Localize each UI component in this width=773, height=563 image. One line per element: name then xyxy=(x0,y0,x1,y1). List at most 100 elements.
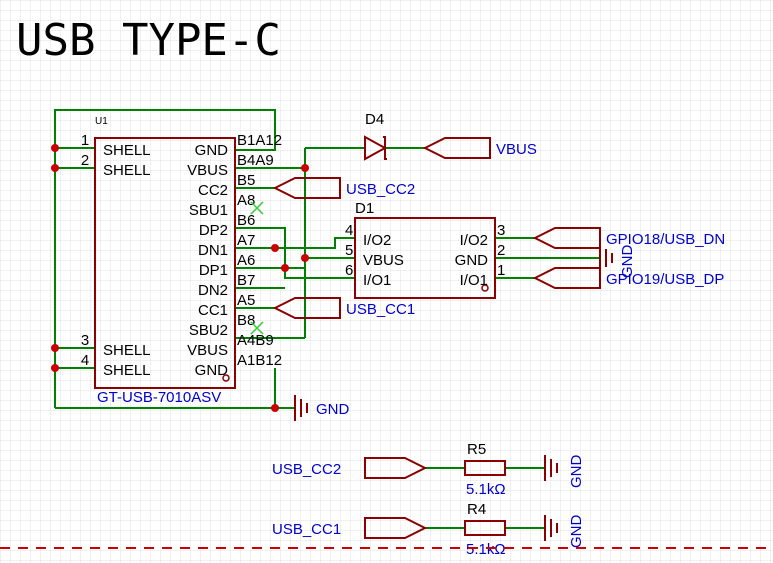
pin-name: I/O2 xyxy=(460,232,488,249)
cc1-port-icon xyxy=(272,297,341,319)
junction-dot xyxy=(301,254,309,262)
junction-dot xyxy=(51,164,59,172)
junctions xyxy=(51,144,309,412)
junction-dot xyxy=(51,344,59,352)
vbus-port-icon xyxy=(422,137,491,159)
pin-name: GND xyxy=(455,252,489,269)
pin-name: CC1 xyxy=(198,302,228,319)
pin-name: I/O1 xyxy=(460,272,488,289)
pin-name: VBUS xyxy=(187,162,228,179)
junction-dot xyxy=(271,404,279,412)
diode-icon xyxy=(364,135,388,161)
pin-number: 2 xyxy=(81,152,89,169)
net-label-gpio18: GPIO18/USB_DN xyxy=(606,231,725,248)
pin-name: CC2 xyxy=(198,182,228,199)
wire-shell-gnd-loop xyxy=(54,109,276,408)
r5-resistor[interactable]: R5 5.1kΩ xyxy=(464,441,506,498)
pin-name: SHELL xyxy=(103,342,151,359)
pin-name: GND xyxy=(195,142,229,159)
pin-name: I/O2 xyxy=(363,232,391,249)
pin-number: 2 xyxy=(497,242,505,259)
d1-component[interactable]: D1 4 I/O2 5 VBUS 6 I/O1 3 I/O2 2 GND 1 I… xyxy=(345,200,505,299)
sheet-title: USB TYPE-C xyxy=(16,15,281,66)
net-label-gnd: GND xyxy=(316,401,350,418)
r4-resistor[interactable]: R4 5.1kΩ xyxy=(464,501,506,558)
pin-name: VBUS xyxy=(187,342,228,359)
pin-name: I/O1 xyxy=(363,272,391,289)
pin-name: DP1 xyxy=(199,262,228,279)
pin-number: 5 xyxy=(345,242,353,259)
u1-body xyxy=(94,137,236,389)
net-label-gnd: GND xyxy=(568,455,585,489)
ground-icon xyxy=(544,515,558,541)
pin-number: 1 xyxy=(81,132,89,149)
net-label-vbus: VBUS xyxy=(496,141,537,158)
net-label-gnd: GND xyxy=(568,515,585,549)
gpio19-port-icon xyxy=(532,267,601,289)
junction-dot xyxy=(51,364,59,372)
net-label-usb-cc2: USB_CC2 xyxy=(346,181,415,198)
r4-value: 5.1kΩ xyxy=(466,541,506,558)
net-label-usb-cc2: USB_CC2 xyxy=(272,461,341,478)
pin-number: B7 xyxy=(237,272,255,289)
net-ports xyxy=(272,137,601,539)
u1-component[interactable]: U1 GT-USB-7010ASV 1 SHELL 2 SHELL 3 SHEL… xyxy=(81,116,282,406)
pin-number: A1B12 xyxy=(237,352,282,369)
noconnect-marks xyxy=(250,201,264,335)
pin-name: SBU1 xyxy=(189,202,228,219)
pin-name: DN2 xyxy=(198,282,228,299)
ground-symbols xyxy=(294,245,613,541)
junction-dot xyxy=(51,144,59,152)
junction-dot xyxy=(281,264,289,272)
net-label-gnd: GND xyxy=(619,245,636,279)
wires xyxy=(54,109,600,529)
pin-name: SHELL xyxy=(103,142,151,159)
pin-number: 6 xyxy=(345,262,353,279)
pin-number: B1A12 xyxy=(237,132,282,149)
pin-number: B5 xyxy=(237,172,255,189)
pin-number: A4B9 xyxy=(237,332,274,349)
r5-value: 5.1kΩ xyxy=(466,481,506,498)
pin-name: SHELL xyxy=(103,362,151,379)
r4-ref: R4 xyxy=(467,501,486,518)
pin-number: 3 xyxy=(497,222,505,239)
cc2-port-icon xyxy=(272,177,341,199)
pin-name: VBUS xyxy=(363,252,404,269)
ground-icon xyxy=(599,245,613,271)
pin-number: B6 xyxy=(237,212,255,229)
u1-ref: U1 xyxy=(95,116,108,127)
pin-number: A5 xyxy=(237,292,255,309)
d1-body xyxy=(354,217,496,299)
pin-name: GND xyxy=(195,362,229,379)
pin-name: SBU2 xyxy=(189,322,228,339)
pin-number: A6 xyxy=(237,252,255,269)
r5-ref: R5 xyxy=(467,441,486,458)
junction-dot xyxy=(271,244,279,252)
noconnect-x-icon xyxy=(250,321,264,335)
pin-name: DN1 xyxy=(198,242,228,259)
gpio18-port-icon xyxy=(532,227,601,249)
pin-number: 3 xyxy=(81,332,89,349)
cc2-port-icon xyxy=(364,457,428,479)
pin-number: A7 xyxy=(237,232,255,249)
net-label-usb-cc1: USB_CC1 xyxy=(272,521,341,538)
net-label-usb-cc1: USB_CC1 xyxy=(346,301,415,318)
resistor-icon xyxy=(464,460,506,476)
pin-number: A8 xyxy=(237,192,255,209)
d4-ref: D4 xyxy=(365,111,384,128)
cc1-port-icon xyxy=(364,517,428,539)
pin-name: DP2 xyxy=(199,222,228,239)
junction-dot xyxy=(301,164,309,172)
noconnect-x-icon xyxy=(250,201,264,215)
u1-part: GT-USB-7010ASV xyxy=(97,389,221,406)
d1-ref: D1 xyxy=(355,200,374,217)
pin-number: 1 xyxy=(497,262,505,279)
pin-number: 4 xyxy=(81,352,89,369)
d4-diode[interactable]: D4 xyxy=(364,111,388,161)
pin-number: 4 xyxy=(345,222,353,239)
pin-name: SHELL xyxy=(103,162,151,179)
net-label-gpio19: GPIO19/USB_DP xyxy=(606,271,724,288)
ground-icon xyxy=(544,455,558,481)
